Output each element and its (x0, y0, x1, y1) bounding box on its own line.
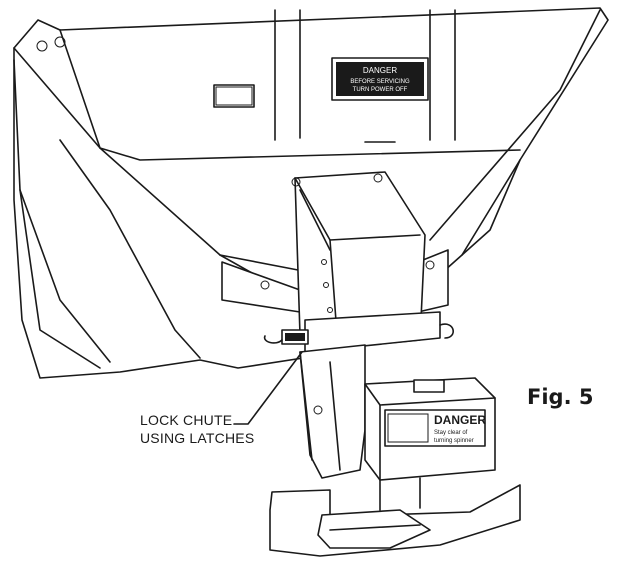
callout-leader (233, 351, 303, 425)
chute-band (304, 311, 454, 353)
chute-decal-line1: Stay clear of (434, 430, 468, 436)
chute-decal-line2: turning spinner (434, 438, 474, 444)
hopper-danger-decal: DANGER BEFORE SERVICING TURN POWER OFF (331, 57, 429, 101)
callout-line2: USING LATCHES (140, 430, 255, 446)
hopper-decal-line1: BEFORE SERVICING (350, 79, 410, 85)
spinner-assembly (269, 477, 521, 557)
hopper-decal-line2: TURN POWER OFF (353, 87, 408, 93)
lower-chute (299, 344, 366, 479)
side-brackets (221, 249, 449, 313)
callout-line1: LOCK CHUTE (140, 412, 233, 428)
chute-danger-decal: DANGER Stay clear of turning spinner (384, 409, 486, 447)
hopper-decal-title: DANGER (363, 66, 397, 75)
hopper-small-decal (213, 84, 255, 108)
chute-decal-title: DANGER (434, 413, 486, 427)
figure-label: Fig. 5 (527, 385, 594, 409)
